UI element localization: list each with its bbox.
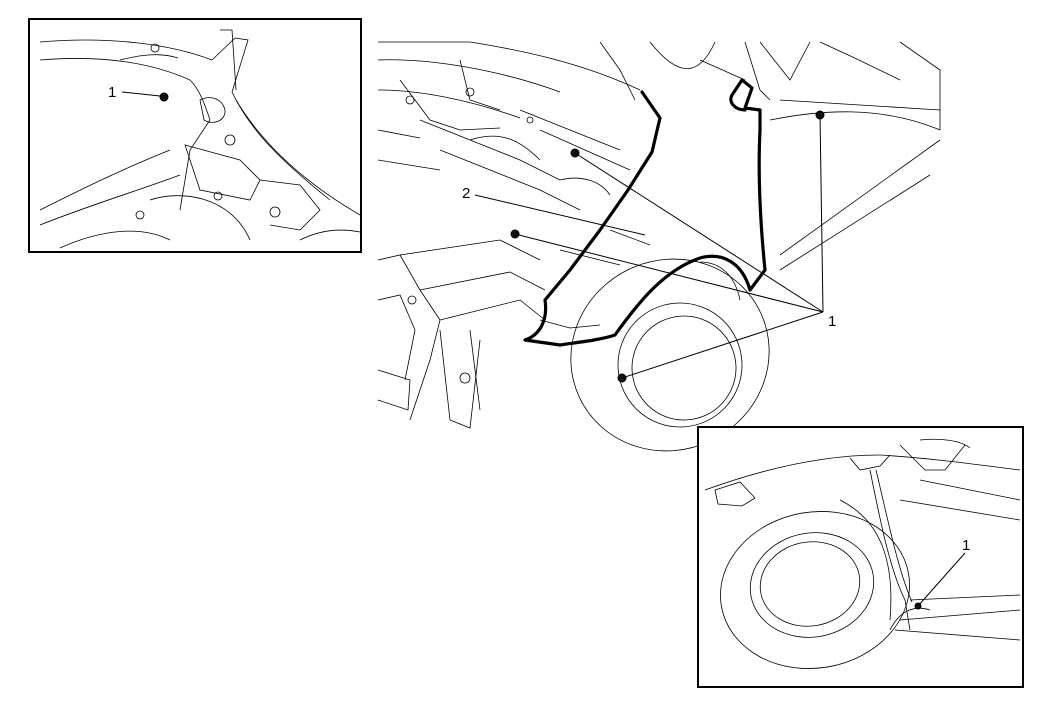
- fender-panel: [523, 78, 767, 347]
- fender-detail-lines: [539, 229, 741, 329]
- hinge-area-drawing: [39, 29, 361, 249]
- leader-lines-callout-1: [514, 114, 824, 379]
- front-structure-drawing: [377, 41, 641, 429]
- fastener-detail-upper-left: [159, 92, 169, 102]
- detail-view-lower-right: 1: [697, 426, 1024, 688]
- callout-1-main: 1: [828, 313, 836, 330]
- callout-1-lower-right: 1: [962, 537, 970, 554]
- leader-line-lower-right: [917, 552, 966, 607]
- leader-line-callout-2: [474, 194, 646, 236]
- main-view: 1 2: [377, 41, 941, 452]
- wheel-tire-detail: [720, 499, 910, 669]
- detail-view-upper-left: 1: [28, 18, 362, 253]
- detail-frame-lower-right: [697, 426, 1024, 688]
- callout-2-main: 2: [462, 185, 470, 202]
- hood-cowl-drawing: [649, 41, 941, 271]
- fender-side-drawing: [704, 438, 1021, 641]
- detail-frame-upper-left: [28, 18, 362, 253]
- callout-1-upper-left: 1: [108, 84, 116, 101]
- leader-line-upper-left: [121, 91, 161, 97]
